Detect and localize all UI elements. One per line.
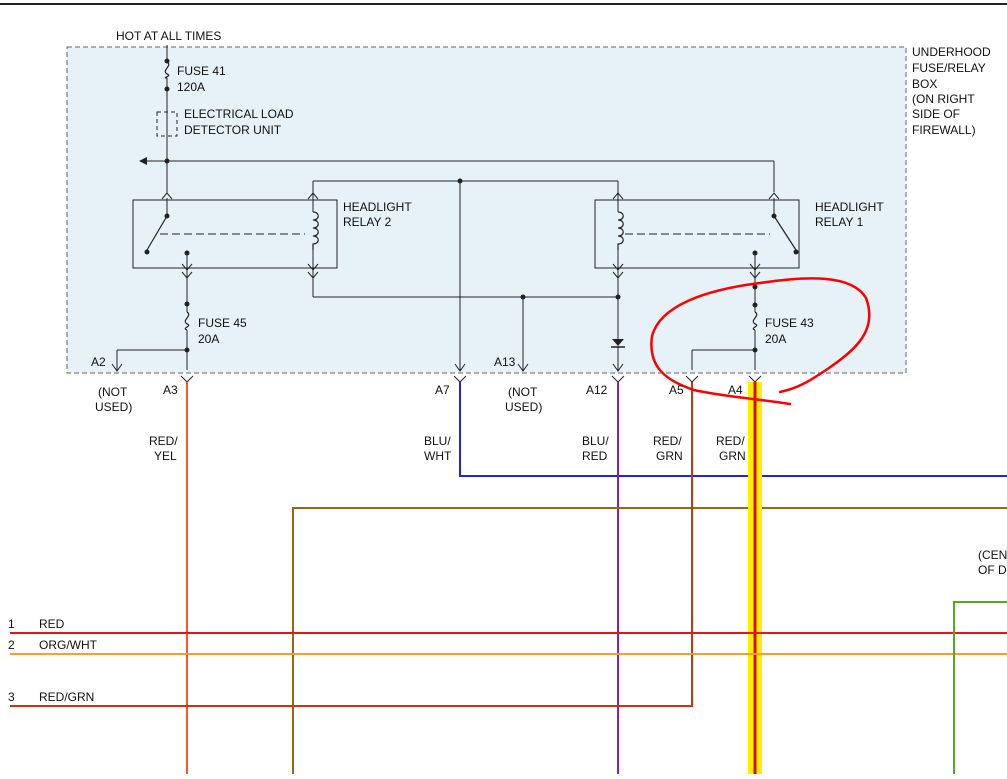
fuse-43-icon: [752, 311, 758, 331]
wire-a7-label-line1: BLU/: [424, 434, 451, 448]
headlight-relay-1-box: [594, 199, 800, 269]
pin-a3-label: A3: [163, 383, 178, 397]
wire-a3-label-line1: RED/: [149, 434, 178, 448]
fuse-41-label: FUSE 41: [177, 64, 226, 78]
row-2-color: ORG/WHT: [39, 638, 98, 652]
pin-a12-label: A12: [586, 383, 608, 397]
box-label-line5: SIDE OF: [912, 107, 960, 121]
a13-not-used-line1: (NOT: [508, 385, 538, 399]
wire-a4-label-line2: GRN: [719, 449, 746, 463]
pin-a7-label: A7: [435, 383, 450, 397]
pin-a5-label: A5: [669, 383, 684, 397]
fuse-41-rating: 120A: [177, 80, 205, 94]
box-label-line2: FUSE/RELAY: [912, 61, 986, 75]
box-label-line6: FIREWALL): [912, 123, 976, 137]
fuse-45-rating: 20A: [198, 332, 219, 346]
row-3-color: RED/GRN: [39, 690, 94, 704]
fuse-43-label: FUSE 43: [765, 316, 814, 330]
terminal-chevrons: [161, 192, 780, 279]
wire-a7-blu-wht: [459, 382, 1007, 477]
wire-a12-label-line2: RED: [582, 449, 608, 463]
pin-a2-label: A2: [91, 355, 106, 369]
box-label-line1: UNDERHOOD: [912, 45, 991, 59]
fuse-45-label: FUSE 45: [198, 316, 247, 330]
a2-not-used-line2: USED): [95, 400, 132, 414]
box-label-line3: BOX: [912, 77, 937, 91]
diode-icon: [612, 339, 624, 346]
a13-not-used-line2: USED): [505, 400, 542, 414]
eld-label-line1: ELECTRICAL LOAD: [184, 107, 294, 121]
headlight-relay-2-box: [132, 199, 338, 269]
pin-arrows: [111, 363, 624, 372]
fuse-45-icon: [184, 311, 190, 331]
center-label-line1: (CEN: [978, 548, 1007, 562]
wire-a12-label-line1: BLU/: [582, 434, 609, 448]
wire-green: [953, 601, 1007, 774]
wire-brown: [292, 507, 1007, 774]
bus-arrow-icon: [139, 157, 147, 165]
relay-2-label-line1: HEADLIGHT: [343, 200, 412, 214]
wire-a5-label-line1: RED/: [653, 434, 682, 448]
relay-2-label-line2: RELAY 2: [343, 215, 392, 229]
relay-1-switch-icon: [773, 215, 797, 251]
eld-label-line2: DETECTOR UNIT: [184, 123, 282, 137]
row-1-color: RED: [39, 617, 65, 631]
pin-a13-label: A13: [494, 355, 516, 369]
wire-a7-label-line2: WHT: [424, 449, 452, 463]
row-2-number: 2: [8, 638, 15, 652]
pin-a4-label: A4: [728, 383, 743, 397]
wire-a5-label-line2: GRN: [656, 449, 683, 463]
relay-2-switch-icon: [146, 215, 168, 251]
fuse-41-icon: [164, 61, 170, 79]
wire-a5-red-grn: [10, 382, 693, 707]
relay-1-label-line1: HEADLIGHT: [815, 200, 884, 214]
wire-a4-label-line1: RED/: [716, 434, 745, 448]
fuse-43-rating: 20A: [765, 332, 786, 346]
relay-1-coil-icon: [617, 211, 624, 250]
a2-not-used-line1: (NOT: [98, 385, 128, 399]
center-label-line2: OF D: [978, 563, 1007, 577]
relay-2-coil-icon: [312, 211, 319, 250]
box-label-line4: (ON RIGHT: [912, 92, 975, 106]
row-3-number: 3: [8, 690, 15, 704]
underhood-fuse-relay-box: [66, 46, 907, 374]
external-wires: [10, 382, 1007, 774]
relay-1-label-line2: RELAY 1: [815, 215, 864, 229]
wire-a3-label-line2: YEL: [154, 449, 177, 463]
row-1-number: 1: [8, 617, 15, 631]
hot-at-all-times-label: HOT AT ALL TIMES: [116, 29, 221, 43]
junction-dots: [164, 158, 758, 353]
markup-circle: [650, 277, 871, 406]
